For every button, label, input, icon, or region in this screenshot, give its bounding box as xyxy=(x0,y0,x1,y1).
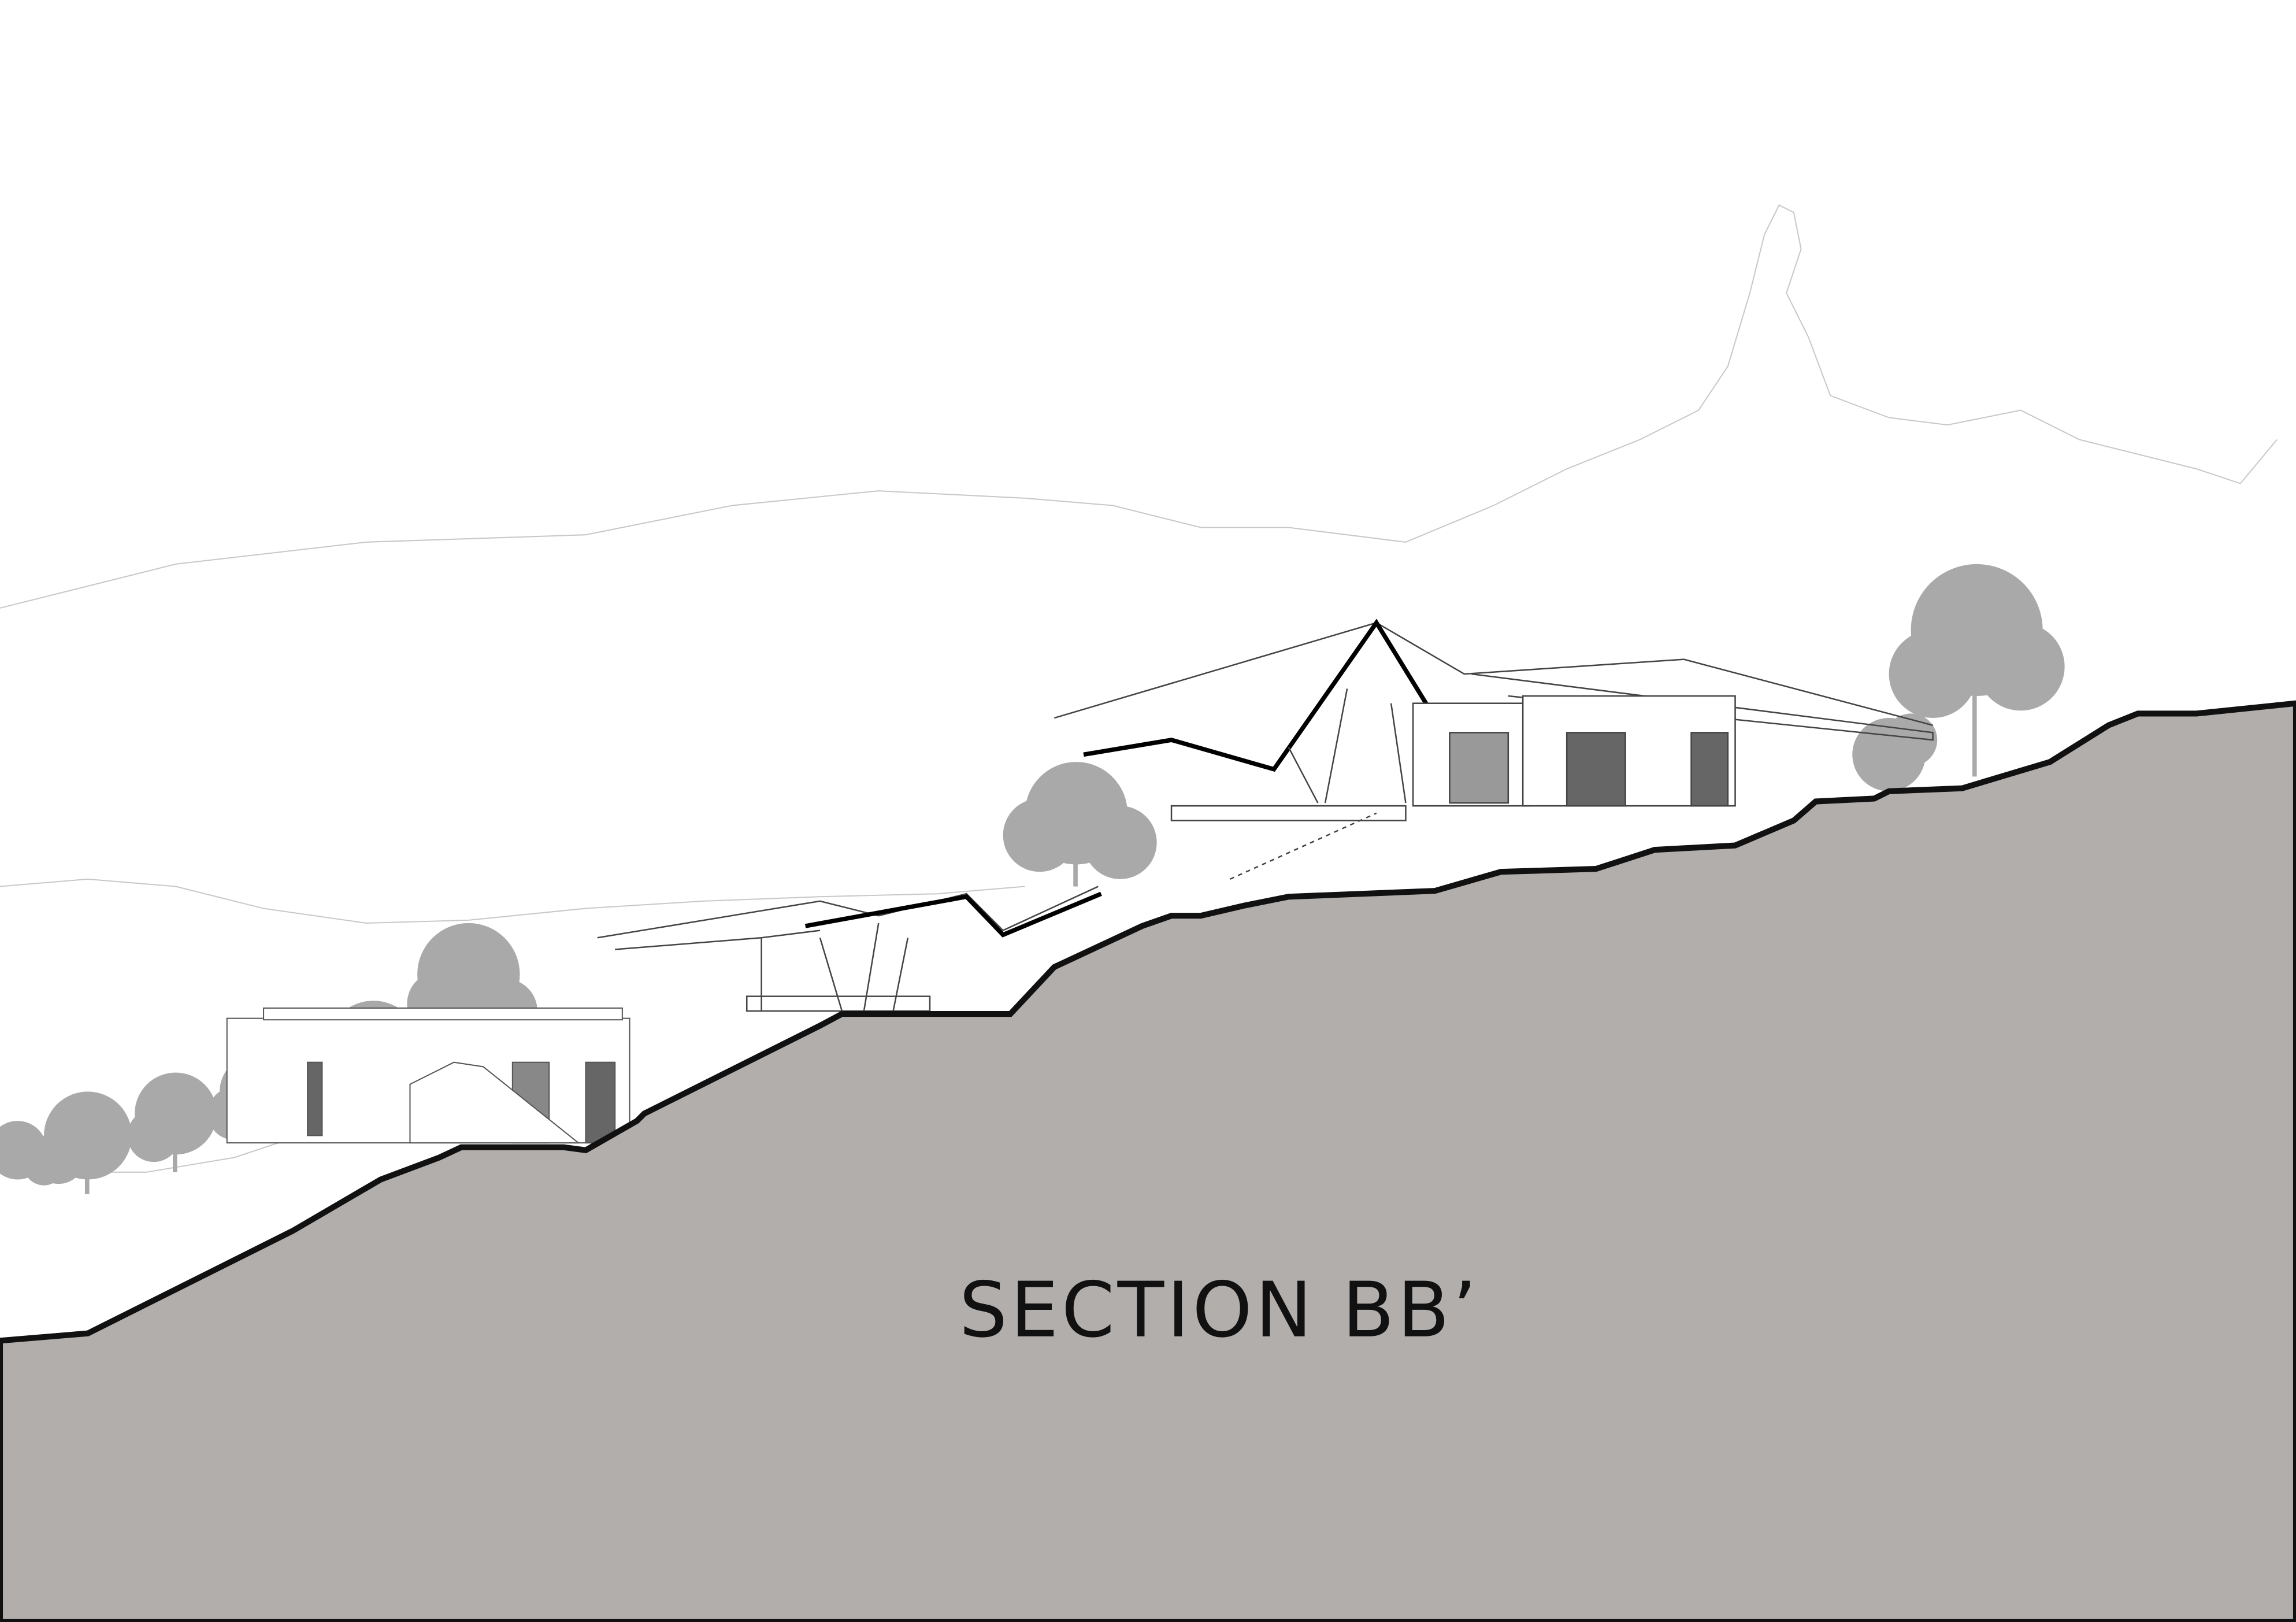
section-title: SECTION BB’ xyxy=(959,1267,1480,1355)
tree-icon xyxy=(1003,762,1157,887)
tree-icon xyxy=(127,1072,217,1172)
lower-building xyxy=(226,1007,630,1144)
ground-section xyxy=(0,700,2296,1622)
tree-icon xyxy=(1889,564,2065,777)
middle-pavilion xyxy=(597,886,1102,1012)
tree-icon xyxy=(1852,713,1938,791)
upper-house xyxy=(1054,619,1934,880)
tree-icon xyxy=(0,1121,65,1186)
